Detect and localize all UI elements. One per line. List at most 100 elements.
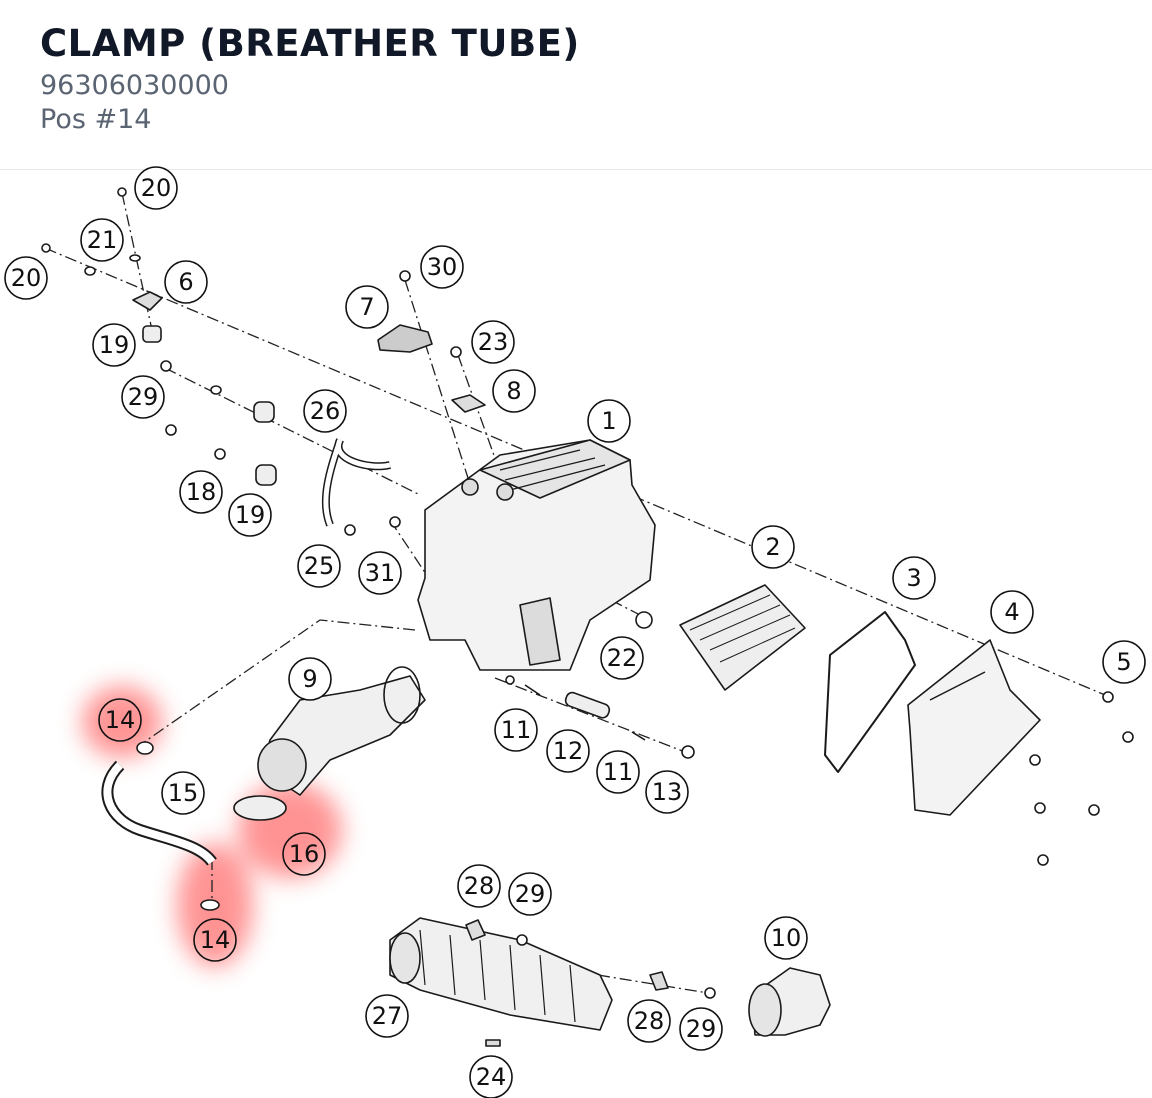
callout-circle: [92, 323, 136, 367]
callout-number: 5: [1116, 648, 1131, 676]
callout-circle: [121, 375, 165, 419]
callout-circle: [179, 470, 223, 514]
callout-29[interactable]: 29: [679, 1007, 723, 1051]
callout-11[interactable]: 11: [494, 708, 538, 752]
callout-circle: [492, 369, 536, 413]
callout-circle: [164, 260, 208, 304]
callout-1[interactable]: 1: [587, 399, 631, 443]
callout-number: 10: [771, 924, 802, 952]
callout-circle: [508, 872, 552, 916]
callout-23[interactable]: 23: [471, 320, 515, 364]
callout-number: 4: [1004, 598, 1019, 626]
callout-circle: [193, 918, 237, 962]
callout-number: 8: [506, 377, 521, 405]
callout-7[interactable]: 7: [345, 285, 389, 329]
callout-number: 14: [200, 926, 231, 954]
callout-number: 28: [464, 872, 495, 900]
callout-number: 16: [289, 840, 320, 868]
callout-circle: [990, 590, 1034, 634]
callout-31[interactable]: 31: [358, 551, 402, 595]
callout-number: 21: [87, 226, 118, 254]
callout-circle: [679, 1007, 723, 1051]
callout-number: 14: [105, 706, 136, 734]
callout-24[interactable]: 24: [469, 1055, 513, 1098]
callout-number: 7: [359, 293, 374, 321]
callout-number: 3: [906, 564, 921, 592]
callout-circle: [457, 864, 501, 908]
callout-number: 13: [652, 778, 683, 806]
callout-number: 18: [186, 478, 217, 506]
callout-26[interactable]: 26: [303, 389, 347, 433]
callout-circle: [98, 698, 142, 742]
callout-circle: [134, 166, 178, 210]
callout-number: 9: [302, 665, 317, 693]
part-header: CLAMP (BREATHER TUBE) 96306030000 Pos #1…: [0, 0, 1152, 170]
callout-5[interactable]: 5: [1102, 640, 1146, 684]
callout-circle: [764, 916, 808, 960]
callout-15[interactable]: 15: [161, 771, 205, 815]
callout-6[interactable]: 6: [164, 260, 208, 304]
callout-number: 24: [476, 1063, 507, 1091]
callout-20[interactable]: 20: [4, 256, 48, 300]
callout-circle: [303, 389, 347, 433]
callout-29[interactable]: 29: [121, 375, 165, 419]
callout-circle: [627, 999, 671, 1043]
callout-number: 30: [427, 253, 458, 281]
callout-circle: [471, 320, 515, 364]
callout-14-highlighted[interactable]: 14: [193, 918, 237, 962]
callout-30[interactable]: 30: [420, 245, 464, 289]
callout-circle: [546, 729, 590, 773]
part-number: 96306030000: [40, 70, 229, 101]
callout-22[interactable]: 22: [600, 636, 644, 680]
callout-circle: [288, 657, 332, 701]
callout-number: 23: [478, 328, 509, 356]
callout-circle: [420, 245, 464, 289]
callout-14-highlighted[interactable]: 14: [98, 698, 142, 742]
callout-circle: [1102, 640, 1146, 684]
callout-27[interactable]: 27: [365, 994, 409, 1038]
callout-10[interactable]: 10: [764, 916, 808, 960]
callout-number: 28: [634, 1007, 665, 1035]
callout-11[interactable]: 11: [596, 750, 640, 794]
part-position: Pos #14: [40, 104, 152, 135]
callout-number: 19: [235, 501, 266, 529]
callout-2[interactable]: 2: [751, 525, 795, 569]
callout-3[interactable]: 3: [892, 556, 936, 600]
callout-circle: [358, 551, 402, 595]
part-title: CLAMP (BREATHER TUBE): [40, 22, 580, 65]
callout-29[interactable]: 29: [508, 872, 552, 916]
callout-number: 20: [141, 174, 172, 202]
callout-28[interactable]: 28: [457, 864, 501, 908]
callout-19[interactable]: 19: [228, 493, 272, 537]
callout-circle: [751, 525, 795, 569]
callout-21[interactable]: 21: [80, 218, 124, 262]
callout-19[interactable]: 19: [92, 323, 136, 367]
callout-8[interactable]: 8: [492, 369, 536, 413]
callout-25[interactable]: 25: [297, 544, 341, 588]
callout-number: 31: [365, 559, 396, 587]
callout-number: 6: [178, 268, 193, 296]
callout-number: 20: [11, 264, 42, 292]
callout-circle: [228, 493, 272, 537]
callout-20[interactable]: 20: [134, 166, 178, 210]
callout-circle: [80, 218, 124, 262]
callout-16-highlighted[interactable]: 16: [282, 832, 326, 876]
callout-number: 11: [501, 716, 532, 744]
callout-18[interactable]: 18: [179, 470, 223, 514]
callout-number: 19: [99, 331, 130, 359]
callout-12[interactable]: 12: [546, 729, 590, 773]
callout-13[interactable]: 13: [645, 770, 689, 814]
callout-4[interactable]: 4: [990, 590, 1034, 634]
callout-number: 2: [765, 533, 780, 561]
callout-number: 12: [553, 737, 584, 765]
callout-circle: [4, 256, 48, 300]
callout-9[interactable]: 9: [288, 657, 332, 701]
callout-number: 29: [515, 880, 546, 908]
callout-circle: [345, 285, 389, 329]
part-drawings: [41, 187, 1134, 1047]
callout-28[interactable]: 28: [627, 999, 671, 1043]
callout-number: 25: [304, 552, 335, 580]
callout-circle: [365, 994, 409, 1038]
